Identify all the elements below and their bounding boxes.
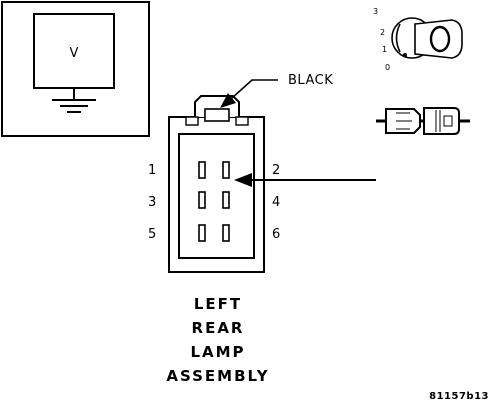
component-name: LEFT REAR LAMP ASSEMBLY bbox=[118, 292, 318, 388]
component-name-line-3: LAMP bbox=[190, 343, 246, 361]
probe-arrowhead bbox=[234, 173, 252, 187]
connector-icon bbox=[376, 107, 470, 135]
voltmeter-display bbox=[33, 13, 115, 89]
ignition-key-icon bbox=[391, 17, 463, 59]
cavity-6 bbox=[222, 224, 230, 242]
connector-cavities bbox=[198, 161, 230, 242]
component-name-line-2: REAR bbox=[191, 319, 245, 337]
pin-label-4: 4 bbox=[272, 195, 280, 210]
component-name-line-4: ASSEMBLY bbox=[166, 367, 270, 385]
cavity-1 bbox=[198, 161, 206, 179]
lamp-connector bbox=[168, 95, 265, 273]
pin-label-1: 1 bbox=[148, 163, 156, 178]
cavity-3 bbox=[198, 191, 206, 209]
pin-label-2: 2 bbox=[272, 163, 280, 178]
pin-label-5: 5 bbox=[148, 227, 156, 242]
component-name-line-1: LEFT bbox=[193, 295, 243, 313]
voltmeter-symbol: V bbox=[70, 46, 79, 61]
connector-color-label: BLACK bbox=[288, 73, 333, 88]
ignition-position-3: 3 bbox=[373, 7, 378, 16]
callout-arrowhead bbox=[220, 93, 236, 108]
probe-arrow bbox=[234, 173, 376, 187]
connector-color-callout: BLACK bbox=[220, 73, 333, 108]
pin-label-6: 6 bbox=[272, 227, 280, 242]
cavity-5 bbox=[198, 224, 206, 242]
connector-face bbox=[178, 133, 255, 259]
ignition-position-1: 1 bbox=[382, 45, 387, 54]
ignition-switch: 3 2 1 0 bbox=[373, 7, 463, 72]
cavity-4 bbox=[222, 191, 230, 209]
cavity-2 bbox=[222, 161, 230, 179]
voltmeter-panel: V bbox=[1, 1, 150, 137]
pin-label-3: 3 bbox=[148, 195, 156, 210]
ignition-position-2: 2 bbox=[380, 28, 385, 37]
ground-icon bbox=[52, 88, 96, 113]
figure-id: 81157b13 bbox=[429, 391, 489, 402]
ignition-position-0: 0 bbox=[385, 63, 390, 72]
